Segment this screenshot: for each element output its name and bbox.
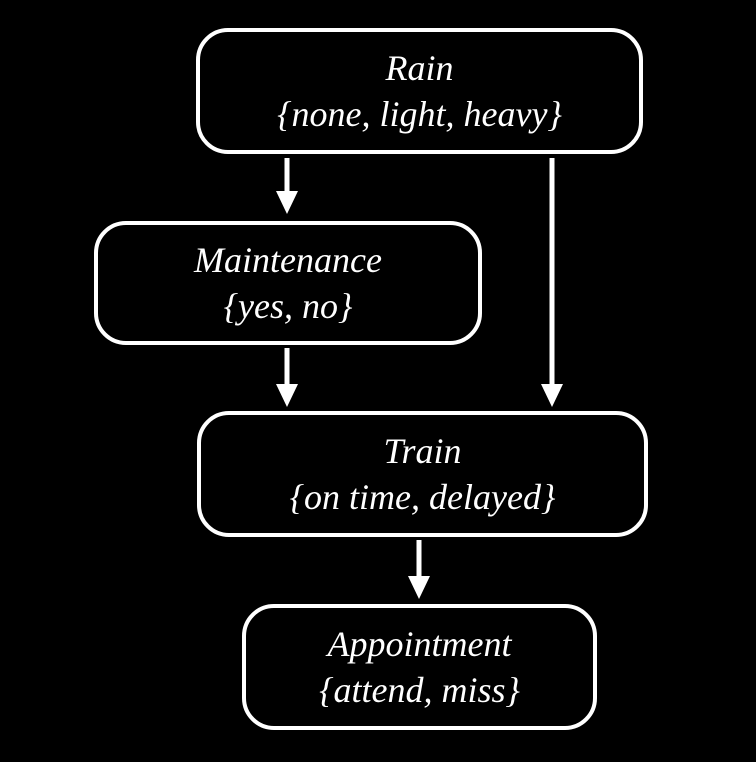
node-appointment-label: Appointment [327, 624, 512, 664]
node-appointment: Appointment {attend, miss} [242, 604, 597, 730]
node-rain-label: Rain [385, 48, 454, 88]
edge-maintenance-to-train-arrow [276, 348, 298, 407]
edge-train-to-appointment-arrow [408, 540, 430, 599]
edge-rain-to-train-arrow [541, 158, 563, 407]
node-rain-values: {none, light, heavy} [277, 94, 562, 134]
node-maintenance-values: {yes, no} [223, 286, 353, 326]
node-rain: Rain {none, light, heavy} [196, 28, 643, 154]
node-maintenance-label: Maintenance [194, 240, 382, 280]
node-appointment-values: {attend, miss} [319, 670, 520, 710]
node-train-label: Train [383, 431, 462, 471]
node-maintenance: Maintenance {yes, no} [94, 221, 482, 345]
node-train-values: {on time, delayed} [289, 477, 556, 517]
edge-rain-to-maintenance-arrow [276, 158, 298, 214]
node-train: Train {on time, delayed} [197, 411, 648, 537]
